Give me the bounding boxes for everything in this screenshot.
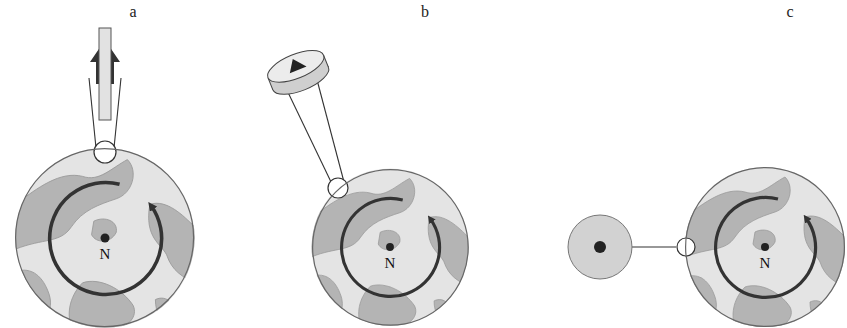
pole-label: N (760, 256, 771, 271)
globe-circle: N (312, 169, 469, 326)
panel-letter: c (786, 4, 793, 20)
globe-outline (15, 148, 194, 327)
panel-letter: a (129, 4, 136, 20)
pole-label: N (100, 247, 111, 262)
globe-outline (312, 169, 469, 326)
globe-outline (685, 167, 845, 327)
globe-circle: N (15, 148, 194, 327)
globe-circle: N (685, 167, 845, 327)
panel-letter: b (421, 4, 429, 20)
pole-label: N (385, 256, 396, 271)
